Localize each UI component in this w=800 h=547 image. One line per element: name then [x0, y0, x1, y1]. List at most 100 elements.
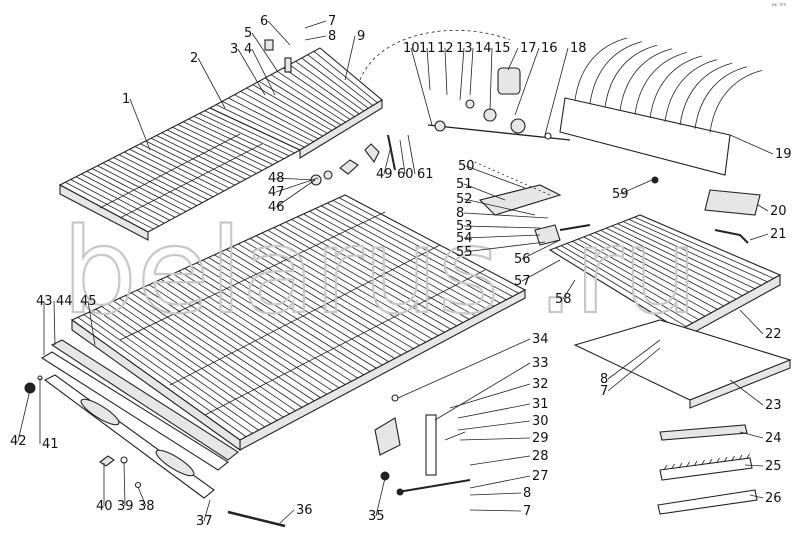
leader-line-32 [449, 383, 531, 409]
leader-line-60 [399, 139, 406, 175]
callout-label-34: 34 [532, 332, 549, 347]
leader-line-22 [739, 309, 764, 335]
finger-sieve-frame [208, 39, 383, 159]
upper-sieve-pan [58, 107, 302, 241]
callout-label-10: 10 [403, 41, 420, 56]
leader-line-18 [544, 47, 569, 136]
bracket-parts-27-35 [374, 394, 471, 496]
leader-line-27 [469, 475, 531, 489]
leader-line-44 [53, 300, 56, 346]
leader-line-7b [607, 347, 661, 392]
callout-label-5: 5 [244, 26, 252, 41]
callout-label-25: 25 [765, 459, 782, 474]
callout-label-53: 53 [456, 219, 473, 234]
callout-label-37: 37 [196, 514, 213, 529]
leader-line-24 [739, 431, 764, 439]
leader-line-50 [465, 165, 526, 189]
callout-label-54: 54 [456, 231, 473, 246]
side-rails [40, 339, 239, 499]
main-sieve [70, 194, 527, 452]
leader-line-12 [444, 47, 448, 96]
callout-label-41: 41 [42, 437, 59, 452]
callout-label-55: 55 [456, 245, 473, 260]
callout-label-11: 11 [419, 41, 436, 56]
callout-label-59: 59 [612, 187, 629, 202]
callout-label-39: 39 [117, 499, 134, 514]
leader-line-1 [129, 98, 151, 151]
callout-label-4: 4 [244, 42, 252, 57]
callout-label-7: 7 [523, 504, 531, 519]
callout-label-13: 13 [456, 41, 473, 56]
callout-label-38: 38 [138, 499, 155, 514]
leader-line-31 [457, 403, 531, 419]
leader-line-7 [304, 20, 327, 29]
callout-label-8: 8 [600, 372, 608, 387]
callout-label-36: 36 [296, 503, 313, 518]
leader-line-28 [469, 455, 531, 466]
callout-label-7: 7 [328, 14, 336, 29]
callout-label-52: 52 [456, 192, 473, 207]
callout-label-61: 61 [417, 167, 434, 182]
leader-line-39 [123, 461, 126, 507]
leader-line-9 [344, 35, 356, 81]
leader-line-10 [410, 47, 433, 126]
leader-line-14 [469, 47, 474, 96]
leader-line-35 [375, 477, 386, 517]
leader-line-57 [521, 259, 561, 282]
leader-line-45 [87, 300, 96, 346]
callout-label-58: 58 [555, 292, 572, 307]
callout-label-57: 57 [514, 274, 531, 289]
callout-label-17: 17 [520, 41, 537, 56]
leader-line-38 [137, 486, 147, 507]
leader-line-55 [463, 241, 546, 253]
leader-line-15 [489, 47, 493, 111]
callout-label-35: 35 [368, 509, 385, 524]
callout-label-3: 3 [230, 42, 238, 57]
callout-label-19: 19 [775, 147, 792, 162]
leader-line-11 [426, 47, 431, 91]
leader-line-58 [562, 279, 576, 300]
leader-line-34 [397, 338, 531, 399]
leader-line-37 [203, 499, 211, 522]
leader-line-53 [463, 225, 541, 229]
leader-line-5 [251, 32, 279, 73]
callout-label-22: 22 [765, 327, 782, 342]
callout-label-8: 8 [456, 206, 464, 221]
pan-23 [573, 319, 792, 409]
callout-label-18: 18 [570, 41, 587, 56]
callout-label-14: 14 [475, 41, 492, 56]
leader-line-59 [619, 179, 653, 195]
leader-line-4 [251, 48, 276, 96]
leader-line-48 [275, 177, 316, 181]
leader-line-46 [275, 179, 316, 208]
callout-label-48: 48 [268, 171, 285, 186]
leader-line-51 [463, 183, 506, 201]
plates-20-21 [651, 176, 761, 244]
callout-label-8: 8 [523, 486, 531, 501]
callout-label-50: 50 [458, 159, 475, 174]
corner-mark: ᴮᴷ ᵀᴾᴾ [772, 3, 787, 10]
leader-line-7c [469, 509, 522, 512]
callout-label-20: 20 [770, 204, 787, 219]
leader-line-21 [749, 233, 769, 241]
callout-label-56: 56 [514, 252, 531, 267]
leader-line-42 [17, 389, 31, 442]
callout-label-30: 30 [532, 414, 549, 429]
callout-label-1: 1 [122, 92, 130, 107]
leader-line-33 [434, 362, 531, 421]
leader-line-19 [729, 134, 774, 155]
callout-label-21: 21 [770, 227, 787, 242]
leader-line-13 [459, 47, 465, 101]
callout-label-31: 31 [532, 397, 549, 412]
callout-label-44: 44 [56, 294, 73, 309]
callout-label-42: 42 [10, 434, 27, 449]
leader-line-8d [469, 492, 522, 496]
callout-label-24: 24 [765, 431, 782, 446]
callout-label-49: 49 [376, 167, 393, 182]
leader-line-29 [459, 437, 531, 441]
callout-label-46: 46 [268, 200, 285, 215]
leader-line-16 [514, 47, 540, 116]
leader-line-20 [757, 204, 769, 212]
callout-label-45: 45 [80, 294, 97, 309]
leader-line-61 [407, 134, 416, 175]
